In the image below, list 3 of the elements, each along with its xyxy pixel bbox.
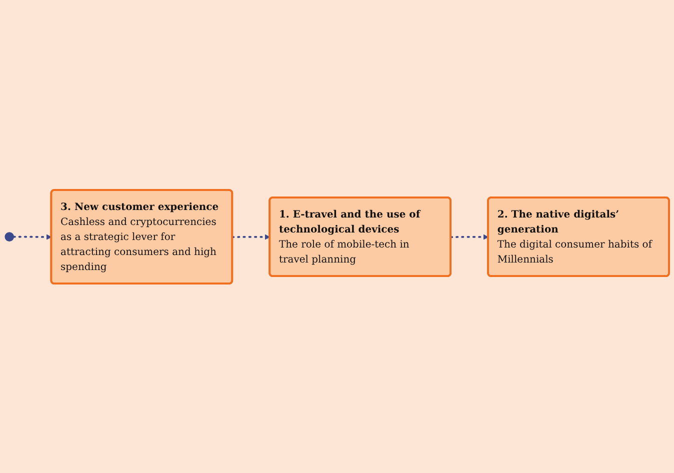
- arrow: [232, 234, 270, 240]
- arrow: [12, 234, 52, 240]
- arrow: [450, 234, 489, 240]
